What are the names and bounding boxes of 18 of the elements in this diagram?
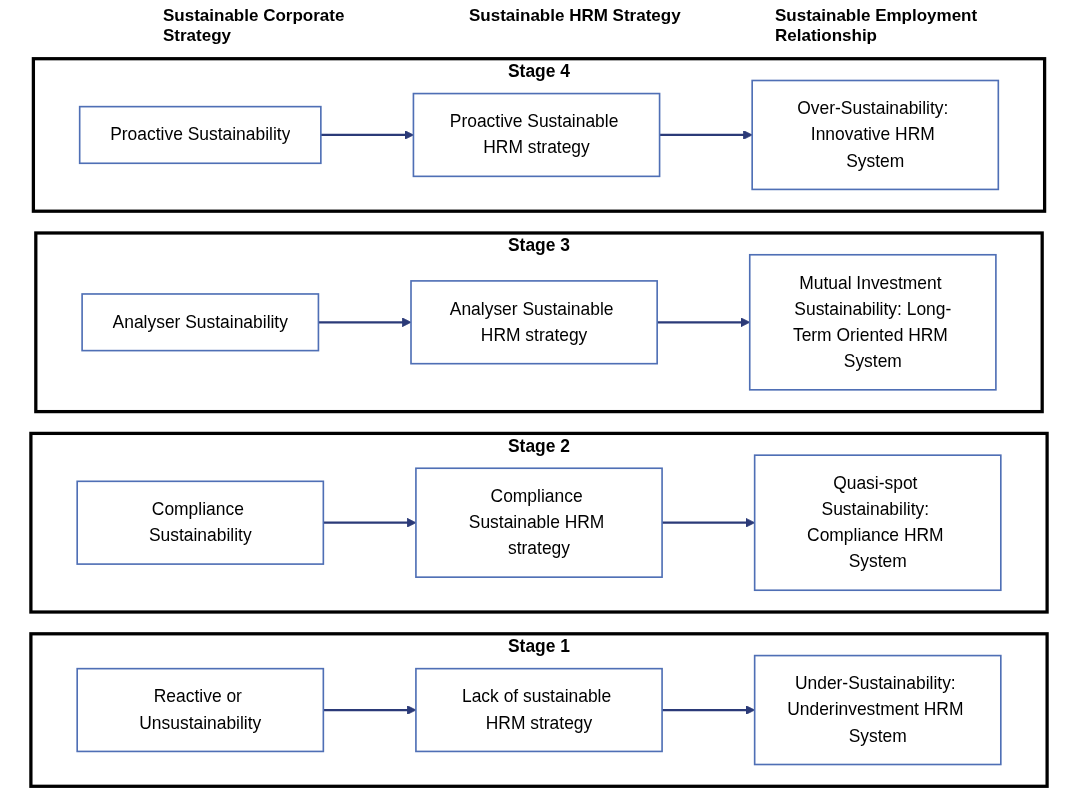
node-box: Compliance Sustainability — [76, 480, 325, 565]
node-box: Analyser Sustainable HRM strategy — [410, 280, 658, 365]
column-heading: Sustainable Corporate Strategy — [163, 6, 346, 47]
arrow — [318, 317, 412, 328]
column-heading: Sustainable HRM Strategy — [469, 6, 682, 27]
node-box: Mutual Investment Sustainability: Long-Term Oriented HRM System — [748, 253, 997, 391]
column-heading: Sustainable Employment Relationship — [775, 6, 979, 47]
node-box: Compliance Sustainable HRM strategy — [415, 467, 663, 578]
arrow — [320, 130, 414, 140]
node-box: Over-Sustainability: Innovative HRM System — [751, 79, 1000, 191]
node-box: Quasi-spot Sustainability: Compliance HRM System — [753, 454, 1002, 592]
arrow — [659, 130, 753, 140]
node-box: Analyser Sustainability — [81, 293, 320, 352]
node-box: Proactive Sustainable HRM strategy — [412, 92, 661, 178]
node-box: Lack of sustainable HRM strategy — [415, 667, 663, 753]
node-box: Proactive Sustainability — [78, 105, 322, 165]
node-box: Under-Sustainability: Underinvestment HRM System — [753, 654, 1002, 766]
node-box: Reactive or Unsustainability — [76, 667, 325, 753]
